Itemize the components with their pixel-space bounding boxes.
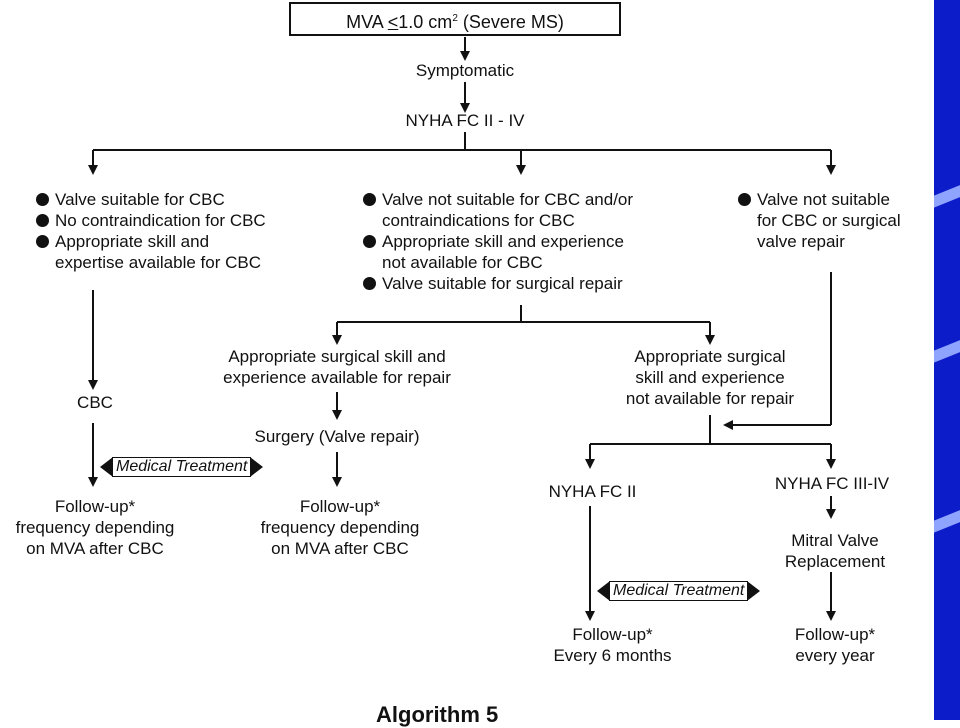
severe-ms-box: MVA <1.0 cm2 (Severe MS)	[289, 2, 621, 36]
arrow-left-icon	[597, 581, 610, 601]
middle-branch-item: contraindications for CBC	[382, 211, 575, 230]
followup-surgery-line: Follow-up*	[299, 497, 381, 516]
surgical-not-available-line: skill and experience	[635, 368, 785, 387]
followup-cbc-node: Follow-up* frequency depending on MVA af…	[0, 496, 190, 559]
mva-value: 1.0 cm	[398, 12, 453, 32]
symptomatic-node: Symptomatic	[415, 61, 515, 80]
followup-surgery-node: Follow-up* frequency depending on MVA af…	[235, 496, 445, 559]
band-shard	[934, 506, 960, 536]
right-branch-item: valve repair	[757, 232, 845, 251]
middle-branch-item: Valve suitable for surgical repair	[362, 273, 633, 294]
followup-cbc-line: on MVA after CBC	[26, 539, 164, 558]
surgical-not-available-line: Appropriate surgical	[634, 347, 786, 366]
left-branch-item: Valve suitable for CBC	[35, 189, 266, 210]
nyha-root-node: NYHA FC II - IV	[405, 111, 525, 130]
followup-6m-node: Follow-up* Every 6 months	[530, 624, 695, 666]
mva-le: <	[387, 12, 399, 32]
right-branch-item: for CBC or surgical	[757, 211, 901, 230]
surgery-node: Surgery (Valve repair)	[254, 427, 420, 446]
followup-cbc-line: frequency depending	[15, 518, 175, 537]
mvr-node: Mitral Valve Replacement	[770, 530, 900, 572]
middle-branch-item: Appropriate skill and experience	[362, 231, 633, 252]
mva-unit-sup: 2	[452, 13, 458, 24]
surgical-available-line: Appropriate surgical skill and	[228, 347, 446, 366]
band-shard	[934, 181, 960, 211]
middle-branch-item: not available for CBC	[382, 253, 543, 272]
arrow-right-icon	[747, 581, 761, 601]
surgical-available-node: Appropriate surgical skill and experienc…	[187, 346, 487, 388]
followup-surgery-line: frequency depending	[260, 518, 420, 537]
left-branch-node: Valve suitable for CBC No contraindicati…	[35, 189, 266, 273]
medical-treatment-connector: Medical Treatment	[100, 456, 264, 478]
followup-cbc-line: Follow-up*	[54, 497, 136, 516]
algorithm-caption: Algorithm 5	[376, 702, 499, 727]
arrow-right-icon	[250, 457, 264, 477]
right-branch-node: Valve not suitable for CBC or surgical v…	[737, 189, 933, 252]
nyha-iii-iv-node: NYHA FC III-IV	[774, 474, 890, 493]
arrow-left-icon	[100, 457, 113, 477]
medical-treatment-label: Medical Treatment	[112, 457, 252, 477]
followup-surgery-line: on MVA after CBC	[271, 539, 409, 558]
mva-suffix: (Severe MS)	[457, 12, 564, 32]
followup-6m-line: Follow-up*	[572, 625, 653, 644]
left-branch-item: Appropriate skill and	[35, 231, 266, 252]
nyha-ii-node: NYHA FC II	[548, 482, 637, 501]
surgical-available-line: experience available for repair	[223, 368, 451, 387]
middle-branch-node: Valve not suitable for CBC and/or contra…	[362, 189, 633, 294]
middle-branch-item: Valve not suitable for CBC and/or	[362, 189, 633, 210]
followup-year-line: every year	[795, 646, 875, 665]
left-branch-item: expertise available for CBC	[55, 253, 261, 272]
mvr-line: Replacement	[784, 552, 886, 571]
band-shard	[934, 336, 960, 366]
medical-treatment-connector: Medical Treatment	[597, 580, 761, 602]
left-branch-item: No contraindication for CBC	[35, 210, 266, 231]
followup-year-node: Follow-up* every year	[770, 624, 900, 666]
right-branch-item: Valve not suitable	[737, 189, 933, 210]
surgical-not-available-line: not available for repair	[625, 389, 795, 408]
followup-year-line: Follow-up*	[794, 625, 876, 644]
medical-treatment-label: Medical Treatment	[609, 581, 749, 601]
surgical-not-available-node: Appropriate surgical skill and experienc…	[595, 346, 825, 409]
cbc-node: CBC	[77, 393, 113, 412]
mva-prefix: MVA	[346, 12, 388, 32]
mvr-line: Mitral Valve	[791, 531, 879, 550]
followup-6m-line: Every 6 months	[553, 646, 672, 665]
side-decoration-band	[934, 0, 960, 720]
